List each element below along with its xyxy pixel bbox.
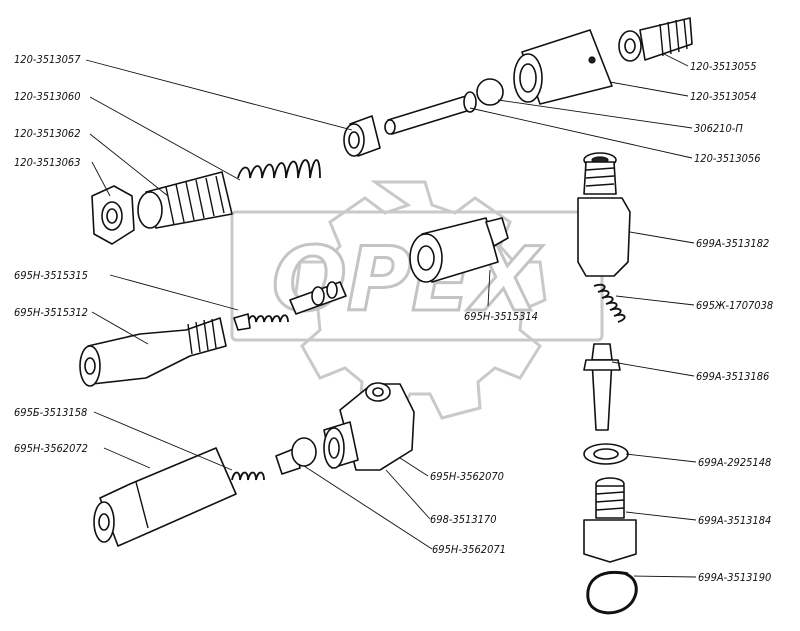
fitting-120-3513055 [618,17,693,62]
callout-120-3513056: 120-3513056 [694,152,761,165]
callout-120-3513060: 120-3513060 [14,90,81,103]
cap-120-3513057 [343,115,381,157]
body-695N-3562072 [93,447,237,547]
fitting-695N-3515312 [79,317,227,387]
callout-699A-2925148: 699А-2925148 [698,456,771,469]
callout-695N-3515312: 695Н-3515312 [14,306,88,319]
callout-699A-3513190: 699А-3513190 [698,571,771,584]
valve-stem-695N-3515315 [233,281,347,331]
plunger-695N-3562071 [275,437,317,475]
callout-698-3513170: 698-3513170 [430,513,497,526]
spring-695Zh-1707038 [593,283,626,323]
washer-699A-2925148 [583,443,629,465]
callout-695N-3562070: 695Н-3562070 [430,470,504,483]
callout-labels: 120-3513057 120-3513060 120-3513062 120-… [14,53,773,584]
callout-699A-3513182: 699А-3513182 [696,237,769,250]
callout-695N-3515315: 695Н-3515315 [14,269,88,282]
threaded-body-120-3513062 [137,171,233,229]
ball-306210 [476,78,504,106]
callout-695B-3513158: 695Б-3513158 [14,406,87,419]
snap-ring-699A-3513190 [586,571,638,615]
callout-695Zh-1707038: 695Ж-1707038 [696,299,773,312]
callout-695N-3562071: 695Н-3562071 [432,543,506,556]
callout-699A-3513184: 699А-3513184 [698,514,771,527]
tee-block-695N-3562070 [323,382,415,471]
callout-306210-P: 306210-П [694,122,743,135]
sleeve-120-3513054 [513,29,613,105]
callout-695N-3515314: 695Н-3515314 [464,310,538,323]
callout-699A-3513186: 699А-3513186 [696,370,769,383]
leader-lines [85,53,697,578]
nut-120-3513063 [91,185,135,245]
watermark-logo: OPEX [272,228,543,331]
pin-120-3513056 [384,91,477,135]
callout-120-3513054: 120-3513054 [690,90,757,103]
nut-699A-3513184 [583,477,637,563]
callout-120-3513063: 120-3513063 [14,156,81,169]
spring-120-3513060 [237,159,321,179]
callout-120-3513057: 120-3513057 [14,53,81,66]
valve-699A-3513186 [583,343,621,431]
valve-body-695N-3515314 [409,217,509,283]
callout-120-3513055: 120-3513055 [690,60,757,73]
callout-695N-3562072: 695Н-3562072 [14,442,88,455]
callout-120-3513062: 120-3513062 [14,127,81,140]
fitting-699A-3513182 [577,152,631,277]
spring-695B-3513158 [231,471,265,481]
